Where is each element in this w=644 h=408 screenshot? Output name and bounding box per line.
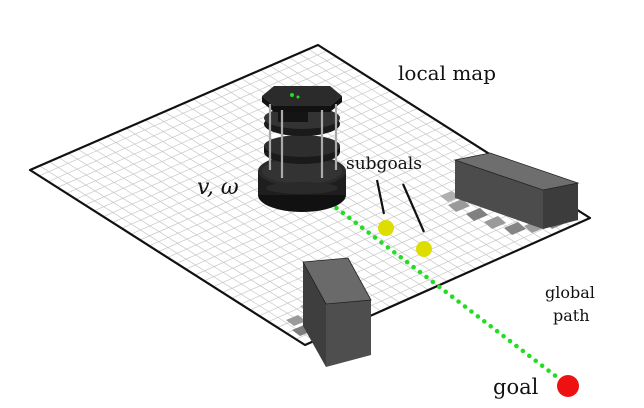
global-path-label-line2: path [553, 306, 590, 325]
velocity-label: v, ω [197, 175, 239, 200]
goal-label: goal [493, 375, 539, 399]
subgoal-marker-1 [378, 220, 394, 236]
obstacle-box-left [302, 257, 372, 367]
subgoal-pointers [375, 179, 426, 233]
obstacle-box-right [453, 152, 580, 229]
occupied-cells [286, 191, 566, 336]
turtlebot-robot [258, 86, 346, 212]
local-map-label: local map [398, 61, 496, 85]
subgoal-marker-2 [416, 241, 432, 257]
subgoals-label: subgoals [346, 154, 422, 174]
goal-marker [557, 375, 579, 397]
global-path [327, 200, 569, 387]
global-path-label-line1: global [545, 283, 595, 302]
